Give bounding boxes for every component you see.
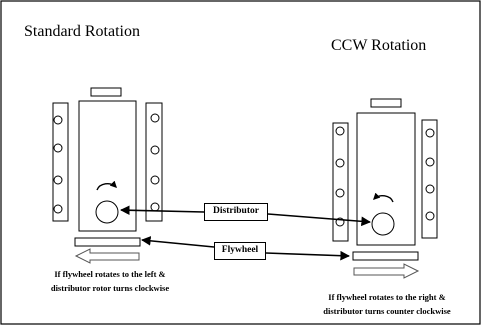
standard-caption: If flywheel rotates to the left & distri… (30, 267, 190, 295)
ccw-caption-line2: distributor turns counter clockwise (323, 306, 451, 316)
distributor-arrow-left (120, 205, 205, 216)
ccw-engine (332, 98, 438, 261)
standard-rotation-title: Standard Rotation (24, 23, 140, 40)
ccw-distributor (371, 212, 395, 236)
flywheel-label: Flywheel (214, 242, 266, 260)
ccw-rotation-title: CCW Rotation (331, 37, 427, 54)
flywheel-arrow-right (265, 250, 350, 261)
standard-caption-line2: distributor rotor turns clockwise (50, 283, 170, 293)
distributor-arrow-right (267, 213, 371, 227)
standard-engine-block (78, 100, 137, 232)
standard-caption-line1: If flywheel rotates to the left & (54, 269, 166, 279)
standard-left-bank (52, 102, 69, 222)
counter-clockwise-arrow-icon (373, 192, 394, 203)
standard-top-cap (90, 87, 122, 97)
standard-right-bank (145, 102, 163, 222)
clockwise-arrow-icon (96, 180, 117, 191)
ccw-top-cap (370, 98, 402, 108)
standard-distributor (95, 200, 119, 224)
ccw-caption: If flywheel rotates to the right & distr… (297, 290, 477, 318)
ccw-flywheel-plate (352, 251, 419, 261)
flywheel-pointer-arrows (141, 236, 350, 261)
ccw-engine-block (356, 112, 416, 246)
standard-engine (52, 87, 163, 247)
ccw-caption-line1: If flywheel rotates to the right & (328, 292, 446, 302)
distributor-pointer-arrows (120, 205, 371, 227)
ccw-right-bank (421, 119, 438, 239)
left-arrow-icon (74, 248, 140, 264)
distributor-label: Distributor (204, 203, 268, 221)
flywheel-arrow-left (141, 236, 215, 248)
standard-flywheel-plate (74, 237, 141, 247)
right-arrow-icon (353, 263, 420, 279)
ccw-left-bank (332, 122, 349, 242)
